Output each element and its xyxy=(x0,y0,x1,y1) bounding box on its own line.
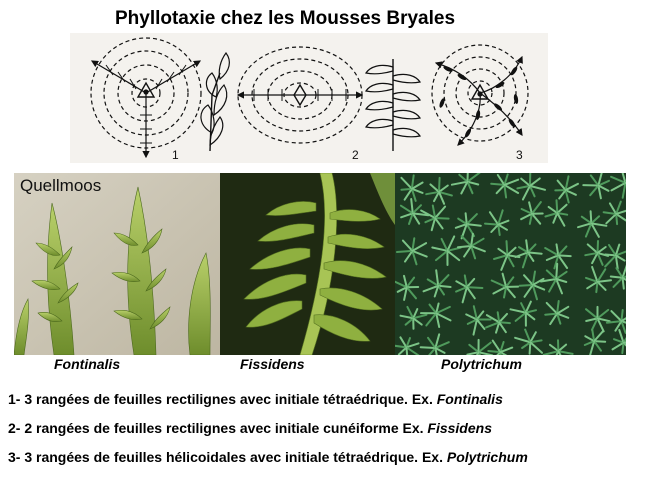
diagram-number-2: 2 xyxy=(352,148,359,162)
diagram-number-3: 3 xyxy=(516,148,523,162)
fontinalis-photo: Quellmoos xyxy=(14,173,220,355)
list-item: 1- 3 rangées de feuilles rectilignes ave… xyxy=(8,391,503,407)
caption-polytrichum: Polytrichum xyxy=(441,356,522,372)
list-item: 3- 3 rangées de feuilles hélicoidales av… xyxy=(8,449,528,465)
diagram-number-1: 1 xyxy=(172,148,179,162)
diagram-panel-3 xyxy=(431,44,529,146)
page-title: Phyllotaxie chez les Mousses Bryales xyxy=(114,8,456,29)
list-item: 2- 2 rangées de feuilles rectilignes ave… xyxy=(8,420,492,436)
phyllotaxy-list: 1- 3 rangées de feuilles rectilignes ave… xyxy=(8,388,528,475)
diagram-panel-1 xyxy=(90,37,230,159)
caption-fontinalis: Fontinalis xyxy=(54,356,121,372)
photo-overlay-label: Quellmoos xyxy=(20,176,102,195)
fissidens-photo xyxy=(220,173,395,355)
polytrichum-photo xyxy=(395,173,626,355)
phyllotaxy-diagram: 1 2 xyxy=(70,33,548,163)
diagram-panel-2 xyxy=(236,46,421,151)
caption-fissidens: Fissidens xyxy=(240,356,305,372)
